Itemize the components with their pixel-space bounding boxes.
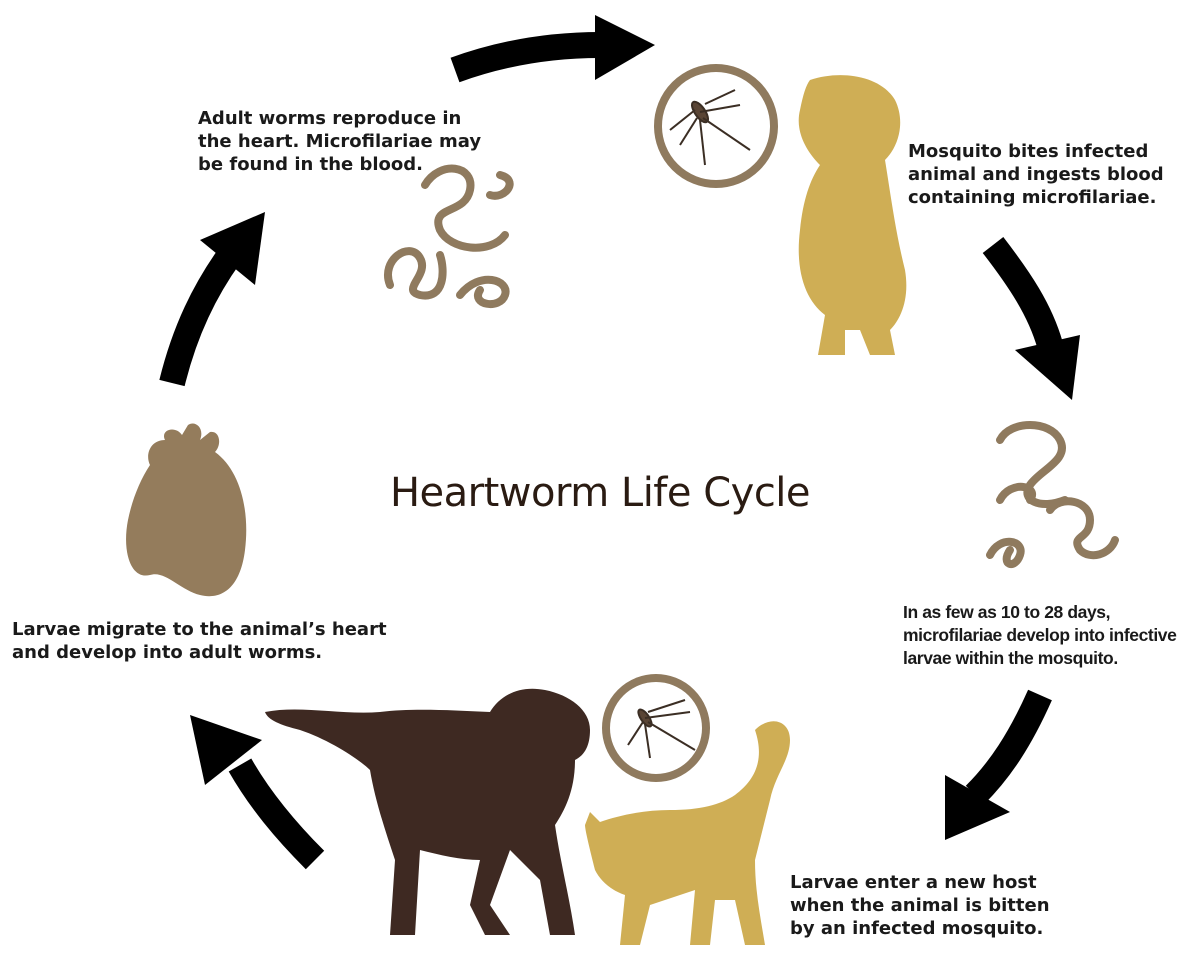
worm-icon [388, 169, 510, 304]
page-title: Heartworm Life Cycle [300, 470, 900, 516]
step-develop-days-text: In as few as 10 to 28 days, microfilaria… [903, 601, 1198, 670]
heart-icon [126, 423, 246, 596]
mosquito-icon [606, 678, 706, 778]
step-adult-worms-text: Adult worms reproduce in the heart. Micr… [198, 107, 498, 176]
mosquito-icon [658, 68, 774, 184]
step-mosquito-bites-text: Mosquito bites infected animal and inges… [908, 140, 1193, 209]
step-new-host-text: Larvae enter a new host when the animal … [790, 871, 1070, 940]
arrow-left-icon [172, 212, 265, 383]
arrow-right-lower-icon [945, 695, 1040, 840]
step-migrate-heart-text: Larvae migrate to the animal’s heart and… [12, 618, 392, 664]
arrow-bottom-left-icon [190, 715, 315, 860]
worm-icon [990, 425, 1115, 564]
dog-icon [265, 689, 590, 935]
arrow-top-icon [455, 15, 655, 80]
arrow-right-upper-icon [993, 245, 1080, 400]
puppy-icon [799, 75, 907, 355]
